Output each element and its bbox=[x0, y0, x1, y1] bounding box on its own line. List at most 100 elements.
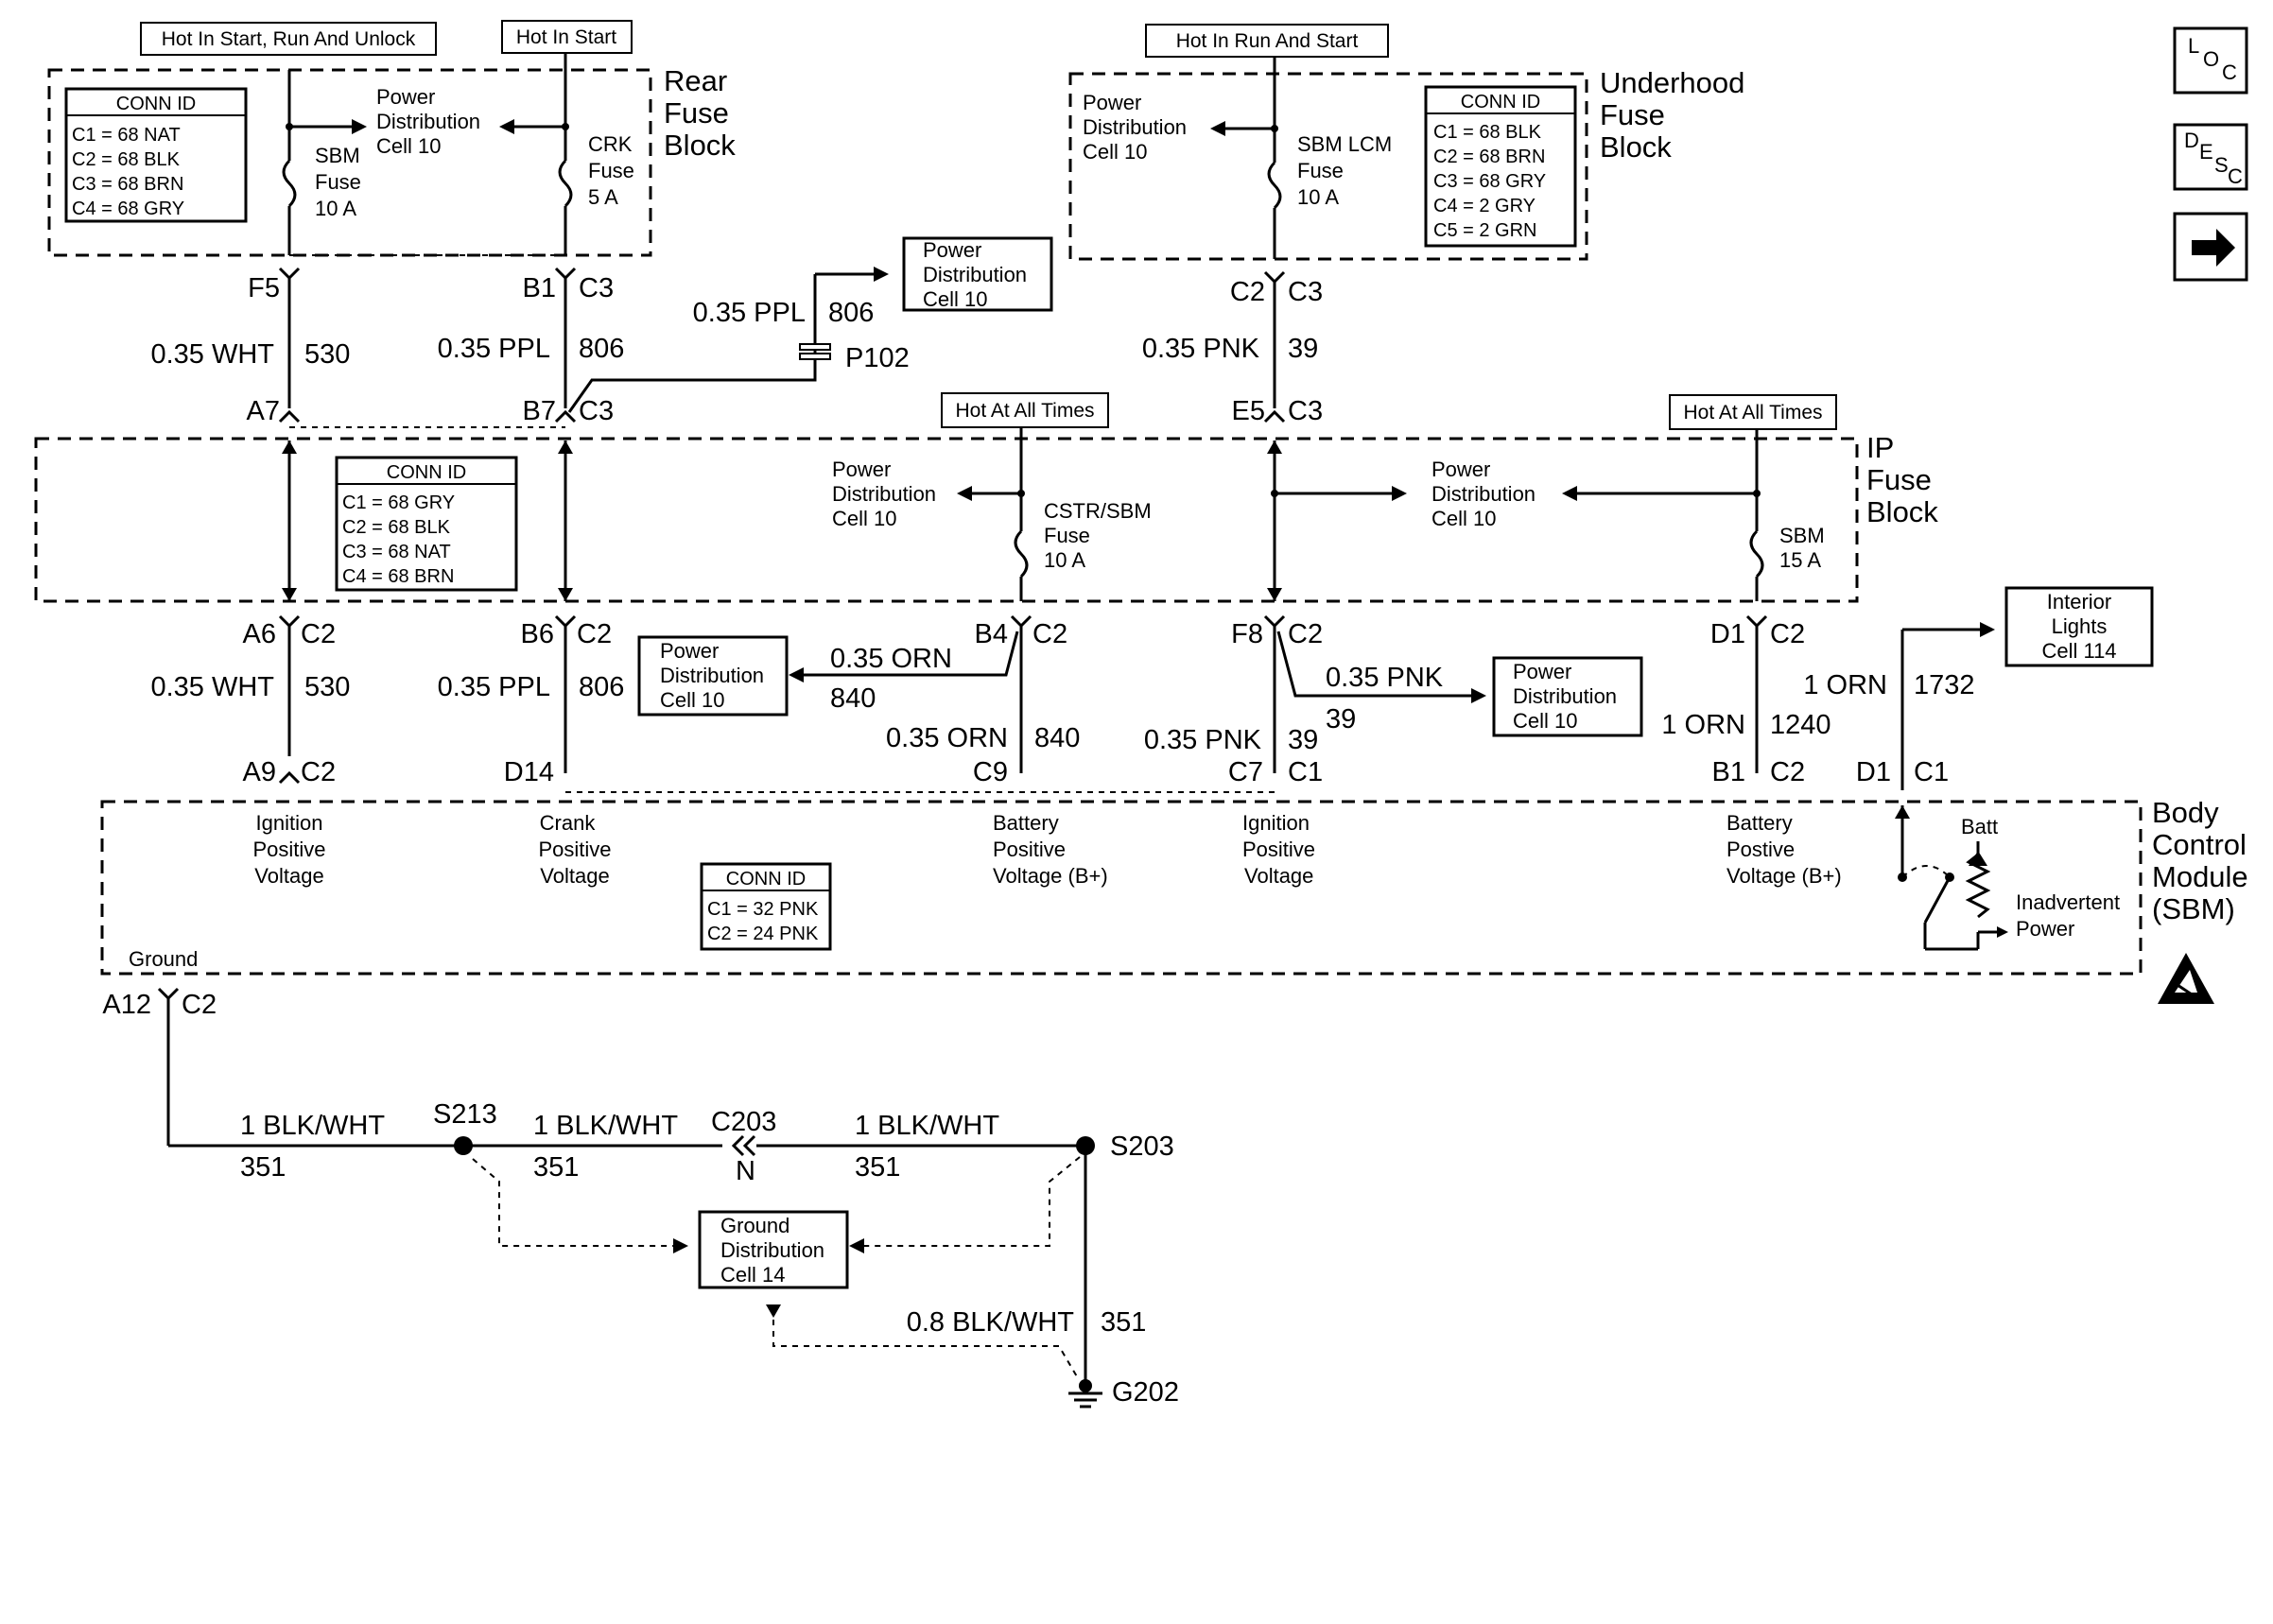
power-distribution-ref-rear[interactable]: Cell 10 bbox=[376, 134, 441, 158]
ref-text: Distribution bbox=[660, 664, 764, 687]
wire-color-label: 0.35 PPL bbox=[693, 298, 806, 328]
conn-id-row: C1 = 32 PNK bbox=[707, 899, 819, 920]
underhood-fuse-block-label-3: Block bbox=[1600, 130, 1672, 164]
inadvertent-power-label: Power bbox=[2016, 917, 2074, 941]
bcm-input-label: Postive bbox=[1726, 838, 1795, 861]
desc-button[interactable]: D E S C bbox=[2173, 123, 2248, 191]
underhood-fuse-block-label-2: Fuse bbox=[1600, 98, 1665, 131]
fuse-label: SBM bbox=[1779, 524, 1825, 547]
bcm-input-label: Positive bbox=[993, 838, 1066, 861]
connector-label: C3 bbox=[1288, 396, 1323, 426]
pin-label: B7 bbox=[523, 396, 556, 426]
banner-hot-start-run-unlock: Hot In Start, Run And Unlock bbox=[162, 28, 416, 50]
connector-p102-label: P102 bbox=[845, 343, 910, 373]
power-distribution-ref-ip-cstr[interactable]: Cell 10 bbox=[832, 507, 896, 530]
power-distribution-ref-ip-mid[interactable]: Distribution bbox=[1431, 482, 1536, 506]
wire-number-label: 806 bbox=[579, 334, 624, 364]
pin-label: D14 bbox=[504, 757, 554, 787]
fuse-label: 5 A bbox=[588, 185, 618, 209]
connector-label: C2 bbox=[301, 757, 336, 787]
fuse-label: CSTR/SBM bbox=[1044, 499, 1152, 523]
power-distribution-ref-ip-mid[interactable]: Power bbox=[1431, 458, 1490, 481]
conn-id-row: C3 = 68 BRN bbox=[72, 174, 183, 195]
power-distribution-ref-rear[interactable]: Distribution bbox=[376, 110, 480, 133]
pin-label: B1 bbox=[1712, 757, 1745, 787]
power-distribution-ref-underhood[interactable]: Power bbox=[1083, 91, 1141, 114]
esd-warning-icon bbox=[2158, 953, 2214, 1004]
power-distribution-ref-rear[interactable]: Power bbox=[376, 85, 435, 109]
bcm-label-3: Module bbox=[2152, 860, 2248, 893]
batt-label: Batt bbox=[1961, 815, 1998, 838]
wire-number-label: 351 bbox=[533, 1152, 579, 1183]
power-distribution-ref-ip-cstr[interactable]: Distribution bbox=[832, 482, 936, 506]
ref-text: Interior bbox=[2047, 590, 2111, 613]
rear-fuse-block: Rear Fuse Block Hot In Start, Run And Un… bbox=[47, 20, 736, 257]
fuse-label: Fuse bbox=[1297, 159, 1344, 182]
connector-label: C2 bbox=[182, 990, 217, 1020]
wire-number-label: 351 bbox=[240, 1152, 286, 1183]
power-distribution-ref-p102[interactable] bbox=[902, 236, 1053, 312]
bcm-label-2: Control bbox=[2152, 828, 2247, 861]
underhood-fuse-block-label-1: Underhood bbox=[1600, 66, 1744, 99]
upper-wiring: F5 0.35 WHT 530 A7 B1 C3 0.35 PPL 806 B7… bbox=[150, 236, 1323, 428]
conn-id-row: C3 = 68 NAT bbox=[342, 542, 451, 562]
wire-color-label: 0.35 PNK bbox=[1326, 663, 1444, 693]
bcm-input-label: Voltage bbox=[1244, 864, 1313, 888]
fuse-label: Fuse bbox=[588, 159, 634, 182]
pin-label: F5 bbox=[248, 273, 280, 303]
arrow-left-icon bbox=[1562, 486, 1577, 501]
power-distribution-ref-underhood[interactable]: Distribution bbox=[1083, 115, 1187, 139]
ref-text: Cell 14 bbox=[720, 1263, 785, 1287]
pin-label: B1 bbox=[523, 273, 556, 303]
power-distribution-ref-b4[interactable] bbox=[637, 635, 789, 717]
bcm-input-label: Positive bbox=[538, 838, 611, 861]
wire-number-label: 530 bbox=[304, 339, 350, 370]
bcm-input-label: Crank bbox=[540, 811, 597, 835]
arrow-right-icon bbox=[352, 119, 367, 134]
bcm-input-label: Positive bbox=[1242, 838, 1315, 861]
power-distribution-ref-ip-cstr[interactable]: Power bbox=[832, 458, 891, 481]
interior-lights-ref[interactable] bbox=[2004, 586, 2154, 667]
wire-color-label: 0.35 PNK bbox=[1144, 725, 1262, 755]
splice-s213 bbox=[454, 1136, 473, 1155]
splice-label: S203 bbox=[1110, 1132, 1174, 1162]
connector-c203-label: C203 bbox=[711, 1107, 776, 1137]
loc-button[interactable]: L O C bbox=[2173, 26, 2248, 95]
power-distribution-ref-ip-mid[interactable]: Cell 10 bbox=[1431, 507, 1496, 530]
connector-label: C3 bbox=[1288, 277, 1323, 307]
connector-label: C2 bbox=[1288, 619, 1323, 649]
wire-color-label: 0.35 PNK bbox=[1142, 334, 1260, 364]
nav-letter: D bbox=[2184, 129, 2199, 152]
ref-text: Power bbox=[923, 238, 981, 262]
wire-color-label: 1 BLK/WHT bbox=[855, 1111, 999, 1141]
wire-number-label: 39 bbox=[1288, 725, 1318, 755]
pin-label: C9 bbox=[973, 757, 1008, 787]
next-page-button[interactable] bbox=[2173, 212, 2248, 282]
pin-label: D1 bbox=[1856, 757, 1891, 787]
underhood-fuse-block: Underhood Fuse Block Hot In Run And Star… bbox=[1068, 24, 1744, 261]
arrow-right-icon bbox=[2192, 229, 2235, 267]
wire-number-label: 39 bbox=[1288, 334, 1318, 364]
arrow-right-icon bbox=[874, 267, 889, 282]
arrow-right-icon bbox=[1980, 622, 1995, 637]
connector-label: C3 bbox=[579, 273, 614, 303]
bcm-input-label: Positive bbox=[252, 838, 325, 861]
ref-text: Cell 114 bbox=[2041, 639, 2116, 663]
wire-number-label: 806 bbox=[579, 672, 624, 702]
arrow-left-icon bbox=[957, 486, 972, 501]
wire-number-label: 351 bbox=[855, 1152, 900, 1183]
conn-id-row: C1 = 68 NAT bbox=[72, 125, 181, 146]
conn-id-title-rear: CONN ID bbox=[116, 94, 196, 114]
ref-text: Ground bbox=[720, 1214, 789, 1237]
connector-label: C1 bbox=[1914, 757, 1949, 787]
conn-id-row: C2 = 68 BLK bbox=[342, 517, 451, 538]
fuse-icon bbox=[558, 159, 573, 208]
pin-label: A9 bbox=[243, 757, 276, 787]
pin-label: C2 bbox=[1230, 277, 1265, 307]
ref-text: Cell 10 bbox=[660, 688, 724, 712]
power-distribution-ref-underhood[interactable]: Cell 10 bbox=[1083, 140, 1147, 164]
ground-distribution-ref[interactable] bbox=[698, 1210, 849, 1289]
fuse-label: 10 A bbox=[315, 197, 356, 220]
power-distribution-ref-f8[interactable] bbox=[1492, 656, 1643, 737]
nav-letter: S bbox=[2214, 153, 2229, 177]
